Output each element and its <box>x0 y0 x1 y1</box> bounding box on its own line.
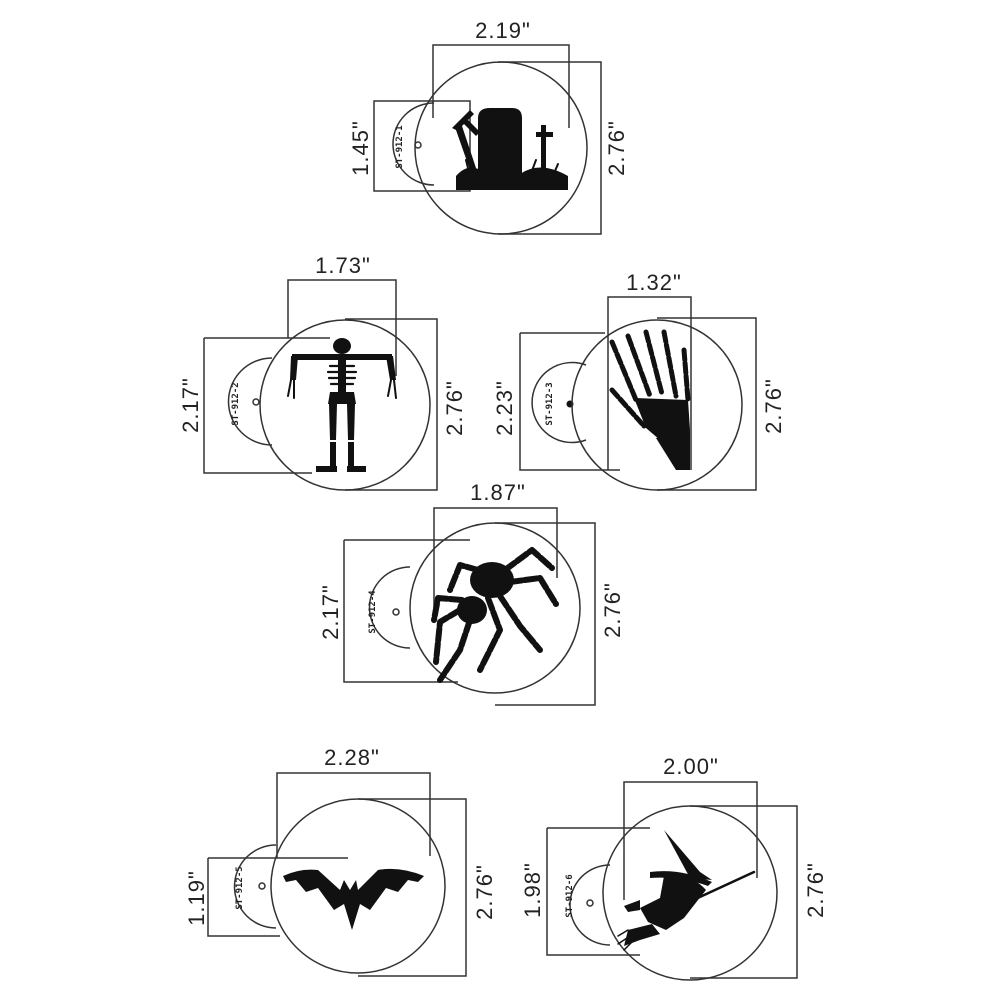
height-label: 1.98" <box>520 862 545 918</box>
height-dimension-box <box>343 539 470 683</box>
spider-icon <box>431 547 559 683</box>
diameter-dimension-bracket <box>358 798 467 977</box>
diameter-dimension-bracket <box>657 317 757 491</box>
diameter-label: 2.76" <box>442 380 467 436</box>
stencil-code: ST-912-6 <box>565 874 575 917</box>
width-label: 1.73" <box>315 253 371 278</box>
height-label: 1.45" <box>348 120 373 176</box>
height-dimension-box <box>207 857 348 937</box>
stencil-handle-tab <box>368 566 411 649</box>
hanging-hole <box>252 398 260 406</box>
width-dimension-bracket <box>276 772 431 858</box>
height-label: 2.17" <box>318 584 343 640</box>
stencil-code: ST-912-4 <box>368 590 378 634</box>
diameter-label: 2.76" <box>472 864 497 920</box>
width-label: 1.87" <box>470 480 526 505</box>
height-dimension-box <box>519 332 620 471</box>
diameter-dimension-bracket <box>345 318 438 491</box>
stencil-disc <box>270 798 446 974</box>
height-label: 2.23" <box>492 380 517 436</box>
diameter-label: 2.76" <box>600 582 625 638</box>
stencil-5: 2.28" 1.19" 2.76" ST-912-5 <box>184 745 497 977</box>
stencil-2: 1.73" 2.17" 2.76" ST-912-2 <box>178 253 467 491</box>
diameter-dimension-bracket <box>498 61 602 235</box>
diameter-label: 2.76" <box>604 120 629 176</box>
stencil-handle-tab <box>233 844 277 929</box>
stencil-code: ST-912-5 <box>235 866 245 909</box>
height-dimension-box <box>373 100 471 192</box>
height-label: 2.17" <box>178 377 203 433</box>
witch-icon <box>617 830 756 951</box>
hanging-hole <box>392 608 400 616</box>
width-dimension-bracket <box>432 44 570 128</box>
width-dimension-bracket <box>287 279 397 376</box>
width-dimension-bracket <box>433 507 558 608</box>
skeleton-icon <box>287 338 397 472</box>
stencil-4: 1.87" 2.17" 2.76" ST-912-4 <box>318 480 625 706</box>
stencil-handle-tab <box>569 864 611 946</box>
bat-icon <box>283 868 424 930</box>
width-label: 2.19" <box>475 18 531 43</box>
width-label: 2.28" <box>324 745 380 770</box>
hanging-hole <box>586 899 594 907</box>
height-dimension-box <box>203 337 330 474</box>
width-dimension-bracket <box>623 781 758 900</box>
stencil-6: 2.00" 1.98" 2.76" ST-912-6 <box>520 754 828 981</box>
stencil-handle-tab <box>227 357 273 446</box>
diameter-dimension-bracket <box>495 522 596 706</box>
skeleton-hand-icon <box>609 329 691 470</box>
diameter-label: 2.76" <box>761 378 786 434</box>
stencil-code: ST-912-1 <box>395 125 405 168</box>
graveyard-icon <box>452 108 568 190</box>
height-label: 1.19" <box>184 870 209 926</box>
height-dimension-box <box>546 827 650 956</box>
stencil-code: ST-912-2 <box>231 382 241 425</box>
hanging-hole <box>258 882 266 890</box>
diameter-label: 2.76" <box>803 862 828 918</box>
stencil-handle-tab <box>392 102 435 186</box>
width-label: 1.32" <box>626 270 682 295</box>
width-label: 2.00" <box>663 754 719 779</box>
stencil-3: 1.32" 2.23" 2.76" ST-912-3 <box>492 270 786 491</box>
diameter-dimension-bracket <box>690 805 798 979</box>
width-dimension-bracket <box>607 296 692 470</box>
stencil-1: 2.19" 1.45" 2.76" ST-912-1 <box>348 18 629 235</box>
stencil-handle-tab <box>531 361 587 444</box>
stencil-code: ST-912-3 <box>545 382 555 425</box>
